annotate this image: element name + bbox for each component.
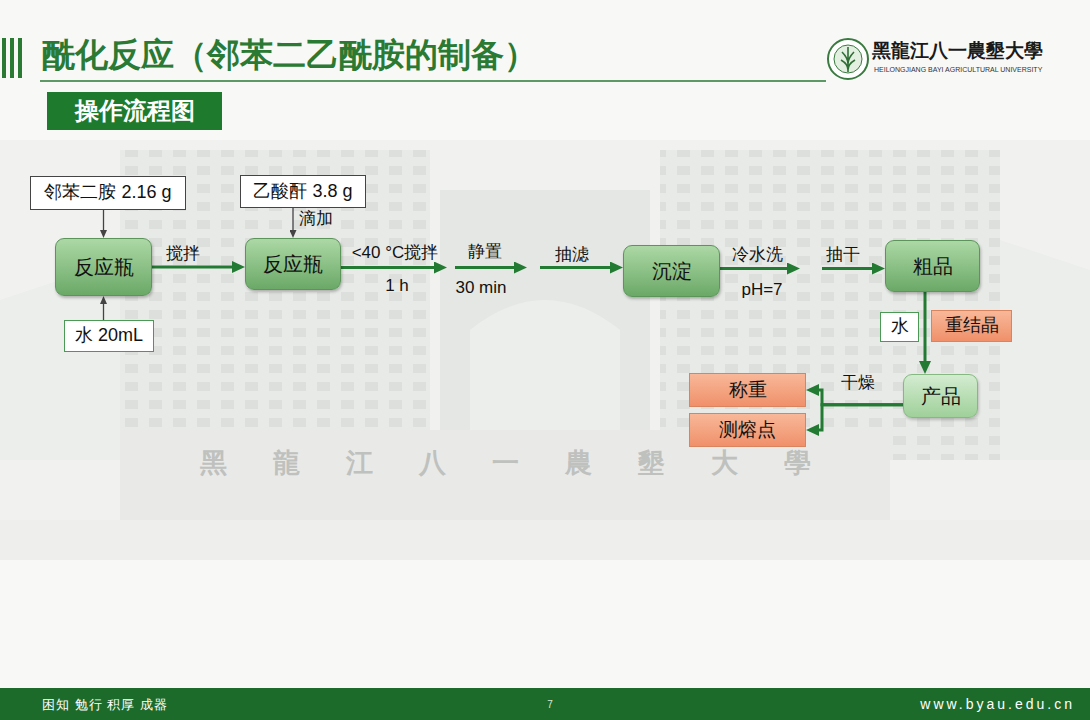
page-number: 7 [547,699,553,711]
step-label: 静置 [468,242,502,262]
flow-arrow [152,267,239,268]
reagent-box: 水 [880,312,919,342]
university-emblem [828,39,868,79]
slide-title: 酰化反应（邻苯二乙酰胺的制备） [42,35,537,75]
flask-box: 反应瓶 [245,238,341,290]
flask-box: 反应瓶 [55,238,152,296]
product-box: 产品 [903,374,978,418]
right-wing [660,150,1000,460]
flow-arrow [720,268,879,269]
emblem-ring [828,39,868,79]
step-label: 1 h [385,276,409,296]
node-text: 反应瓶 [263,252,323,276]
flow-arrow [812,405,903,430]
node-text: 乙酸酐 3.8 g [253,181,352,203]
node-text: 反应瓶 [74,255,134,279]
reagent-box: 邻苯二胺 2.16 g [30,176,186,210]
center-tower [440,190,650,450]
step-label: 30 min [455,278,506,298]
node-text: 产品 [921,384,961,408]
footer-url: www.byau.edu.cn [920,696,1075,713]
step-label: <40 °C搅拌 [352,243,439,263]
footer-motto: 困知 勉行 积厚 成器 [42,697,168,713]
title-bars [2,38,22,78]
campus-building [0,140,1090,560]
edge-label: 滴加 [299,209,333,229]
reagent-box: 乙酸酐 3.8 g [240,175,366,208]
arrow-line [341,266,441,269]
flow-arrow [293,208,294,234]
title-underline [40,80,826,82]
arrow-line [812,390,903,405]
step-box: 重结晶 [931,310,1012,342]
test-box: 测熔点 [689,413,806,447]
right-windows [660,150,1000,460]
node-text: 操作流程图 [75,97,195,126]
arrow-line [822,267,879,270]
arrow-line [924,292,927,368]
flow-arrow [925,292,926,368]
step-label: 抽滤 [555,245,589,265]
arrow-line [455,266,521,269]
title-bar [10,38,14,78]
node-text: 重结晶 [945,315,999,337]
node-text: 粗品 [913,254,953,278]
flow-arrow [103,210,104,234]
node-text: 水 [891,316,909,338]
center-arch [470,300,620,450]
process-box: 粗品 [885,240,980,292]
far-right-building [1000,240,1090,460]
emblem-core [834,45,862,73]
arrow-line [152,266,239,269]
node-text: 称重 [729,379,767,402]
step-label: 冷水洗 [732,245,783,265]
footer-band [0,688,1090,720]
node-text: 邻苯二胺 2.16 g [44,182,171,204]
node-text: 测熔点 [719,419,776,442]
arrow-line [812,405,903,430]
arrow-line [103,300,104,320]
title-bar [18,38,22,78]
title-bar [2,38,6,78]
emblem-wheat [841,47,855,72]
logo-english: HEILONGJIANG BAYI AGRICULTURAL UNIVERSIT… [874,66,1042,74]
step-label: pH=7 [741,280,782,300]
edge-label: 干燥 [841,373,875,393]
arrow-line [292,208,293,234]
process-box: 沉淀 [623,245,720,297]
photo-ground-strip [0,520,1090,560]
step-label: 抽干 [826,245,860,265]
photo-ground [0,140,1090,560]
node-text: 水 20mL [75,325,143,347]
node-text: 沉淀 [652,259,692,283]
arrow-line [720,267,794,270]
flow-arrow [812,390,903,405]
edge-label: 搅拌 [166,244,200,264]
arrow-line [540,266,617,269]
arrow-line [103,210,104,234]
logo-name: 黑龍江八一農墾大學 [872,40,1043,63]
section-tag: 操作流程图 [47,92,222,130]
reagent-box: 水 20mL [64,320,154,352]
test-box: 称重 [689,373,806,407]
flow-arrow [341,267,617,268]
watermark-text: 黑龍江八一農墾大學 [200,447,857,479]
flow-arrow [103,300,104,320]
